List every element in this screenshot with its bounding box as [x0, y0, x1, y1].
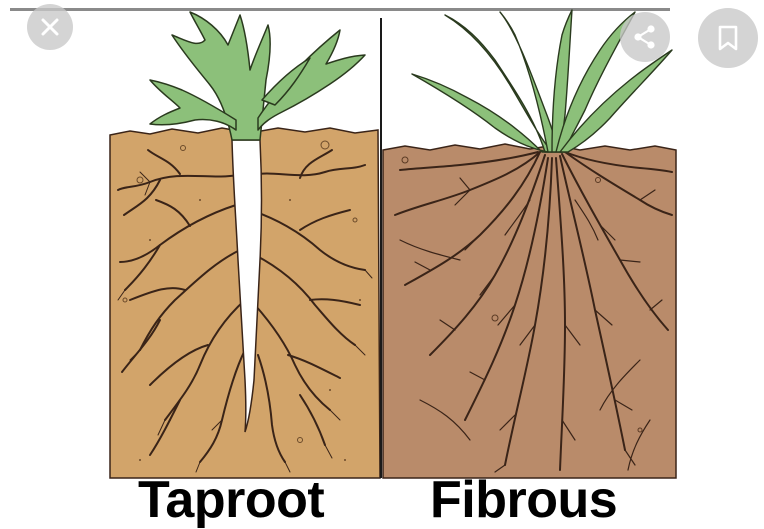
fibrous-panel: [383, 10, 676, 478]
bookmark-icon: [717, 25, 739, 51]
close-button[interactable]: [27, 4, 73, 50]
taproot-caption: Taproot: [138, 470, 324, 529]
fibrous-caption: Fibrous: [430, 470, 617, 529]
bookmark-button[interactable]: [698, 8, 758, 68]
share-button[interactable]: [620, 12, 670, 62]
share-icon: [632, 24, 658, 50]
taproot-panel: [110, 12, 380, 478]
close-icon: [39, 16, 61, 38]
taproot-leaves: [150, 12, 365, 140]
